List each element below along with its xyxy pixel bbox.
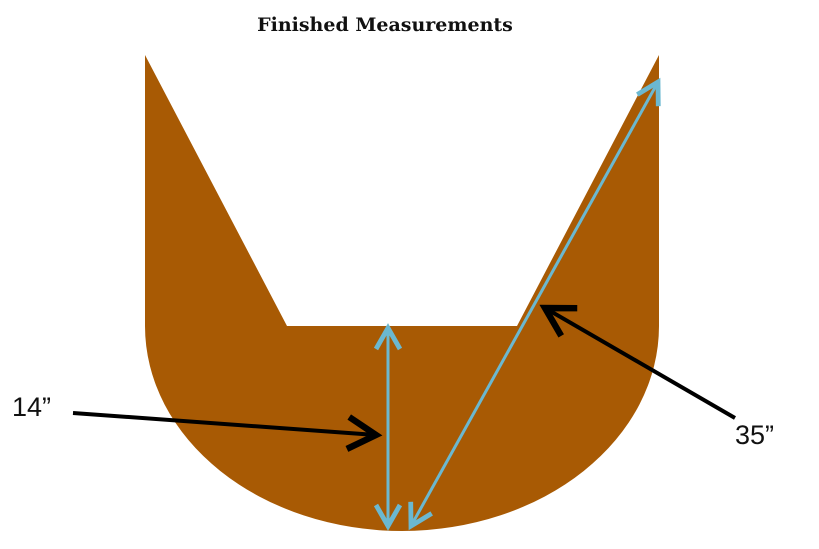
diagonal-label: 35” <box>735 420 775 450</box>
diagram-title: Finished Measurements <box>257 14 513 36</box>
depth-pointer-arrow <box>72 411 383 452</box>
diagonal-measure-line <box>408 77 661 531</box>
depth-label: 14” <box>12 392 52 422</box>
pattern-shape <box>145 55 659 531</box>
diagonal-pointer-arrow <box>539 304 737 420</box>
